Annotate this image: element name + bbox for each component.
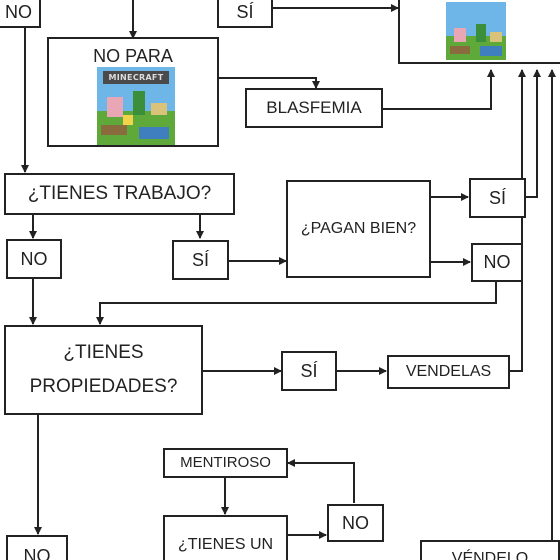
node-vendelo-label: VÉNDELO [451, 550, 529, 560]
node-no-bottom: NO [6, 535, 68, 560]
node-si-propiedades-label: SÍ [300, 360, 318, 381]
node-si-pagan-label: SÍ [488, 187, 506, 208]
node-si-top-label: SÍ [236, 1, 254, 22]
node-no-top-label: NO [5, 1, 32, 22]
minecraft-logo-text: MINECRAFT [108, 73, 164, 82]
node-vendelo: VÉNDELO [420, 540, 560, 560]
arrow-no-pagan-to-propiedades [96, 282, 497, 325]
node-si-propiedades: SÍ [281, 351, 337, 391]
node-tienes-propiedades-line1: ¿TIENES [63, 342, 144, 364]
node-pagan-bien-label: ¿PAGAN BIEN? [300, 220, 417, 237]
node-si-top: SÍ [217, 0, 273, 28]
node-no-mentiroso-label: NO [342, 512, 369, 533]
node-pagan-bien: ¿PAGAN BIEN? [286, 180, 431, 278]
arrow-vendelas-to-image [510, 69, 526, 372]
node-tienes-trabajo-label: ¿TIENES TRABAJO? [27, 183, 212, 205]
node-tienes-un: ¿TIENES UN [163, 515, 288, 560]
node-tienes-propiedades-line2: PROPIEDADES? [29, 376, 178, 397]
node-no-para-label: NO PARA [93, 46, 173, 66]
node-no-trabajo-label: NO [20, 248, 48, 269]
node-no-mentiroso: NO [327, 504, 384, 542]
node-no-top: NO [0, 0, 41, 28]
node-si-trabajo-label: SÍ [191, 249, 209, 270]
node-no-pagan-label: NO [483, 252, 511, 273]
node-minecraft-destination [398, 0, 560, 64]
node-vendelas-label: VENDELAS [405, 363, 492, 380]
arrow-si-pagan-to-image [526, 69, 541, 198]
arrow-no-to-mentiroso [287, 459, 355, 503]
arrow-no-para-to-blasfemia [218, 77, 320, 89]
node-tienes-trabajo: ¿TIENES TRABAJO? [4, 173, 235, 215]
node-blasfemia: BLASFEMIA [245, 88, 383, 128]
node-no-trabajo: NO [6, 239, 62, 279]
node-tienes-propiedades: ¿TIENES PROPIEDADES? [4, 325, 203, 415]
node-no-para: NO PARA MINECRAFT [47, 37, 219, 147]
node-blasfemia-label: BLASFEMIA [266, 98, 362, 118]
minecraft-image: MINECRAFT [97, 67, 175, 145]
node-si-trabajo: SÍ [172, 240, 229, 280]
arrow-blasfemia-to-image [383, 69, 495, 110]
minecraft-image-top [446, 2, 506, 60]
node-no-pagan: NO [471, 243, 523, 282]
node-mentiroso: MENTIROSO [163, 448, 288, 478]
node-vendelas: VENDELAS [387, 355, 510, 389]
node-tienes-un-label: ¿TIENES UN [177, 536, 274, 553]
node-mentiroso-label: MENTIROSO [180, 453, 271, 471]
node-si-pagan: SÍ [469, 178, 526, 218]
node-no-bottom-label: NO [23, 546, 51, 560]
